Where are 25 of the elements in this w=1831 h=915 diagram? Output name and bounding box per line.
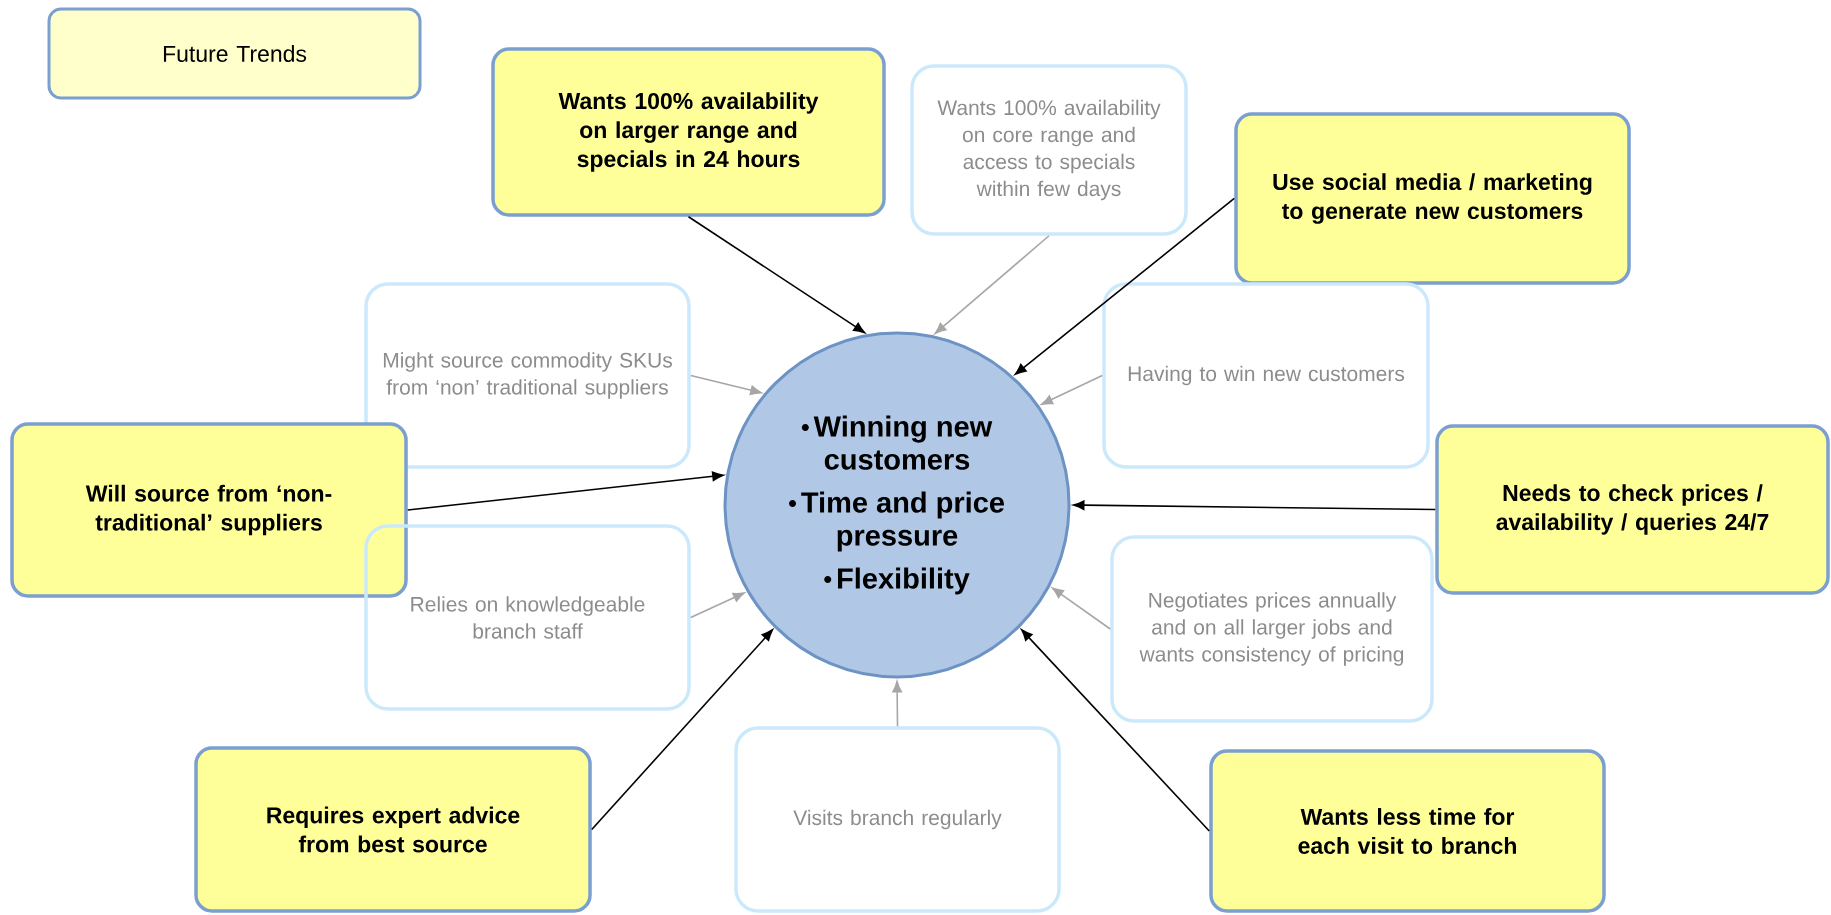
callout-box: Needs to check prices / availability / queries 24/7 <box>1435 424 1830 595</box>
faded-arrow <box>1052 587 1112 630</box>
callout-box: Wants less time for each visit to branch <box>1209 749 1606 913</box>
faded-box: Wants 100% availability on core range and access to specials within few days <box>910 64 1188 236</box>
faded-box: Visits branch regularly <box>734 726 1061 913</box>
faded-arrow <box>689 374 762 396</box>
callout-box: Will source from ‘non-traditional’ suppliers <box>10 422 408 598</box>
faded-arrow <box>934 234 1050 335</box>
callout-box: Wants 100% availability on larger range and specials in 24 hours <box>491 47 886 217</box>
arrow <box>590 629 773 831</box>
arrow <box>1021 629 1211 832</box>
arrow <box>1014 197 1236 375</box>
faded-box: Negotiates prices annually and on all larger jobs and wants consistency of pricing <box>1110 535 1434 723</box>
arrow <box>406 471 724 511</box>
title-box: Future Trends <box>47 7 422 100</box>
callout-box: Requires expert advice from best source <box>194 746 592 913</box>
callout-box: Use social media / marketing to generate new customers <box>1234 112 1631 285</box>
faded-arrow <box>689 592 745 619</box>
faded-box: Might source commodity SKUs from ‘non’ traditional suppliers <box>364 282 691 469</box>
arrow <box>687 215 866 334</box>
faded-box: Having to win new customers <box>1102 282 1430 469</box>
arrow <box>1072 500 1437 511</box>
faded-arrow <box>892 680 902 728</box>
faded-box: Relies on knowledgeable branch staff <box>364 524 691 711</box>
faded-arrow <box>1041 374 1104 405</box>
